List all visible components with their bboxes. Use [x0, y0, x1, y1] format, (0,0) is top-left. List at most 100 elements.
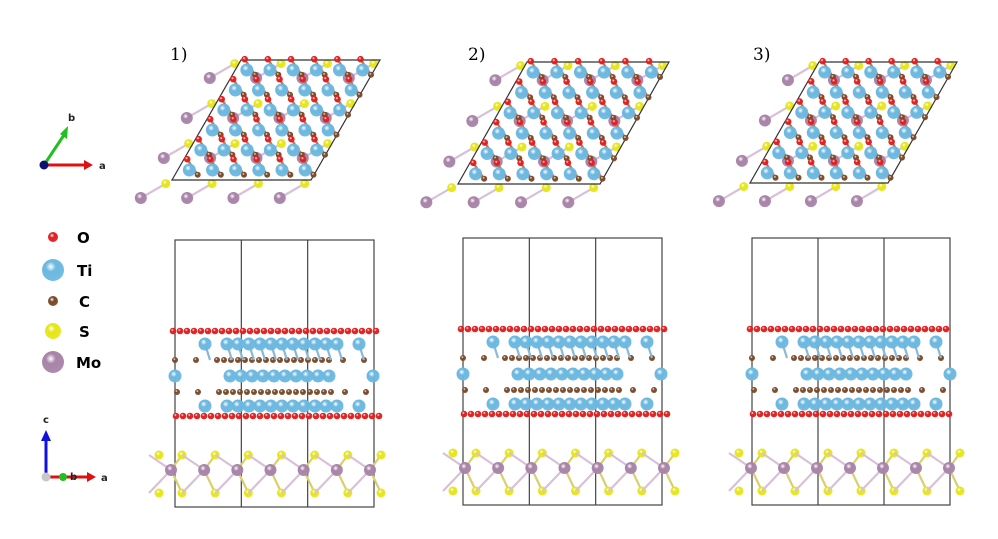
atom-o — [922, 78, 930, 85]
atom-c — [509, 355, 515, 361]
atom-c — [322, 151, 329, 158]
atom-o — [218, 135, 226, 143]
atom-ti — [907, 397, 921, 411]
atom-c — [899, 154, 906, 161]
atom-ti — [783, 166, 797, 180]
atom-o — [495, 410, 503, 418]
atom-c — [235, 357, 241, 363]
atom-ti — [800, 367, 814, 381]
atom-ti — [841, 146, 855, 160]
atom-o — [515, 78, 523, 85]
atom-mo — [624, 462, 637, 474]
atom-ti — [819, 335, 833, 349]
atom-c — [553, 387, 559, 393]
atom-c — [272, 389, 278, 395]
atom-ti — [508, 335, 522, 349]
atom-ti — [333, 63, 346, 77]
atom-c — [314, 389, 320, 395]
atom-o — [548, 325, 556, 333]
atom-c — [194, 171, 201, 178]
atom-o — [253, 155, 261, 163]
atom-ti — [263, 63, 277, 77]
atom-c — [887, 174, 894, 181]
a-axis-label-side: a — [101, 473, 108, 484]
atom-ti — [585, 397, 599, 411]
atom-c — [552, 175, 559, 182]
atom-o — [911, 57, 918, 65]
atom-o — [528, 98, 535, 106]
atom-ti — [492, 126, 506, 140]
atom-ti — [263, 103, 277, 117]
atom-ti — [633, 86, 647, 99]
atom-o — [274, 327, 282, 335]
atom-o — [517, 159, 524, 167]
atom-c — [889, 355, 895, 361]
atom-c — [172, 357, 178, 363]
atom-o — [868, 410, 876, 418]
atom-c — [940, 387, 946, 393]
atom-ti — [875, 85, 889, 99]
atom-c — [595, 387, 601, 393]
atom-ti — [551, 147, 565, 160]
atom-o — [865, 57, 872, 65]
atom-s — [808, 61, 818, 71]
atom-ti — [844, 367, 858, 381]
atom-ti — [330, 337, 344, 351]
atom-o — [516, 118, 524, 126]
atom-o — [819, 138, 826, 146]
atom-c — [575, 175, 582, 182]
atom-o — [879, 325, 887, 333]
atom-o — [287, 95, 295, 103]
atom-o — [256, 412, 264, 420]
atom-o — [368, 412, 376, 420]
atom-ti — [356, 63, 370, 77]
top-view-3 — [712, 57, 959, 208]
atom-c — [511, 387, 517, 393]
atom-c — [214, 357, 220, 363]
atom-ti — [217, 103, 231, 117]
atom-o — [504, 98, 512, 106]
atom-o — [576, 325, 584, 333]
atom-ti — [530, 397, 544, 411]
atom-ti — [240, 63, 254, 77]
atom-o — [334, 95, 341, 103]
atom-o — [361, 412, 369, 420]
atom-o — [645, 57, 653, 65]
atom-ti — [229, 163, 243, 177]
atom-s — [154, 450, 164, 460]
atom-s — [184, 139, 194, 149]
atom-c — [807, 387, 813, 393]
atom-ti — [456, 367, 470, 381]
atom-mo — [180, 112, 193, 124]
atom-mo — [758, 114, 771, 127]
atom-ti — [198, 399, 212, 413]
atom-o — [551, 57, 558, 65]
atom-c — [600, 355, 606, 361]
atom-c — [793, 387, 799, 393]
atom-mo — [745, 462, 757, 474]
atom-o — [876, 78, 884, 85]
atom-ti — [929, 397, 943, 411]
atom-o — [287, 55, 295, 63]
atom-ti — [864, 146, 878, 160]
atom-s — [923, 101, 933, 111]
atom-c — [835, 387, 841, 393]
atom-c — [312, 357, 318, 363]
atom-o — [935, 325, 943, 333]
atom-c — [818, 174, 825, 181]
atom-mo — [562, 196, 575, 209]
atom-o — [186, 412, 194, 420]
atom-c — [602, 387, 608, 393]
atom-o — [291, 412, 299, 420]
atom-o — [183, 155, 191, 163]
atom-o — [528, 139, 536, 146]
atom-o — [474, 410, 482, 418]
atom-o — [241, 135, 249, 143]
atom-ti — [841, 105, 855, 119]
atom-o — [235, 412, 243, 420]
atom-c — [868, 355, 874, 361]
atom-o — [746, 325, 754, 333]
atom-o — [506, 325, 514, 333]
atom-o — [299, 155, 307, 163]
